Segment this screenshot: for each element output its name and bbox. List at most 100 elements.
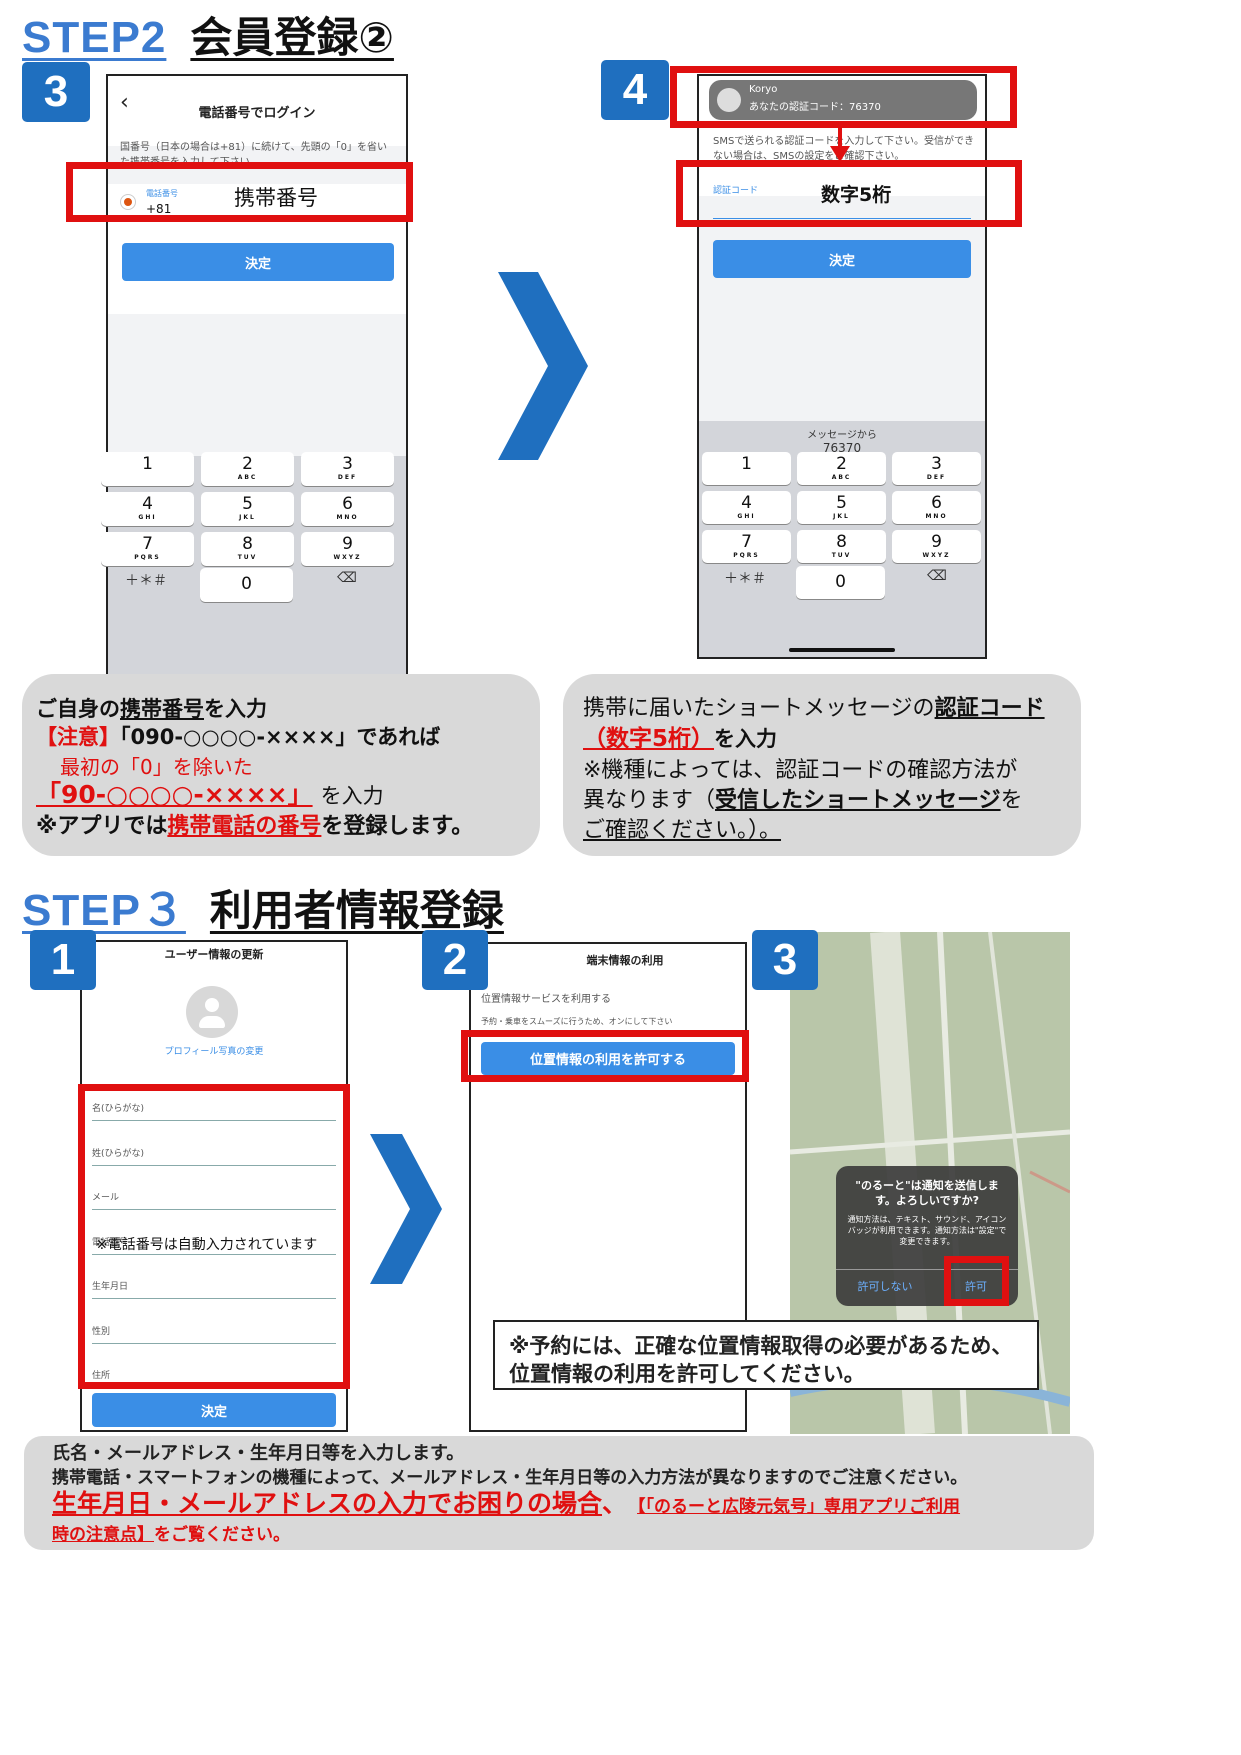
- contact-avatar-icon: [717, 88, 741, 112]
- form-field-input[interactable]: [92, 1298, 336, 1299]
- form-field-input[interactable]: [92, 1209, 336, 1210]
- allow-location-button[interactable]: 位置情報の利用を許可する: [481, 1042, 735, 1075]
- allow-button[interactable]: 許可: [965, 1280, 987, 1293]
- note-line-3: 最初の「0」を除いた: [60, 755, 253, 779]
- step-badge-2: 2: [422, 930, 488, 990]
- notification-message: あなたの認証コード：76370: [749, 102, 881, 113]
- form-field-label: 名(ひらがな): [92, 1104, 145, 1114]
- dialog-title: "のるーと"は通知を送信します。よろしいですか?: [855, 1179, 999, 1207]
- submit-button[interactable]: 決定: [92, 1393, 336, 1427]
- location-callout: ※予約には、正確な位置情報取得の必要があるため、 位置情報の利用を許可してくださ…: [493, 1320, 1039, 1390]
- bottom-note: 氏名・メールアドレス・生年月日等を入力します。 携帯電話・スマートフォンの機種に…: [24, 1436, 1094, 1550]
- note-line-4: 異なります（受信したショートメッセージを: [583, 788, 1023, 813]
- form-field-input[interactable]: [92, 1254, 336, 1255]
- note-phone-entry: ご自身の携帯番号を入力 【注意】「090-○○○○-××××」であれば 最初の「…: [22, 674, 540, 856]
- form-field-label: メール: [92, 1193, 120, 1203]
- highlight-location-button: [461, 1030, 749, 1082]
- autofill-suggestion[interactable]: メッセージから 76370: [699, 426, 985, 455]
- submit-button[interactable]: 決定: [122, 243, 394, 281]
- step-badge-3: 3: [22, 62, 90, 122]
- delete-key-icon[interactable]: ⌫: [927, 568, 947, 584]
- note-line-1: 携帯に届いたショートメッセージの認証コード: [583, 696, 1045, 721]
- dialog-divider: [836, 1269, 1018, 1270]
- screen-header: ‹ 電話番号でログイン: [108, 76, 406, 146]
- bottom-line-4: 時の注意点】をご覧ください。: [52, 1525, 290, 1545]
- step2-number: STEP2: [22, 13, 167, 62]
- note-line-1: ご自身の携帯番号を入力: [36, 697, 267, 721]
- form-field-label: 電話番号: [92, 1238, 129, 1248]
- note-code-entry: 携帯に届いたショートメッセージの認証コード （数字5桁）を入力 ※機種によっては…: [563, 674, 1081, 856]
- photo-change-link[interactable]: プロフィール写真の変更: [164, 1047, 264, 1057]
- back-chevron-icon[interactable]: ‹: [120, 90, 129, 115]
- step2-heading: STEP2 会員登録②: [22, 4, 394, 65]
- avatar-icon[interactable]: [186, 986, 238, 1038]
- code-overlay[interactable]: 数字5桁: [821, 184, 892, 206]
- note-line-5: ※アプリでは携帯電話の番号を登録します。: [36, 814, 474, 839]
- code-field-label: 認証コード: [713, 186, 759, 196]
- sms-notification[interactable]: Koryo あなたの認証コード：76370: [709, 80, 977, 120]
- step2-title: 会員登録②: [190, 13, 394, 62]
- phone-number-overlay[interactable]: 携帯番号: [234, 186, 318, 210]
- symbols-key[interactable]: ＋＊＃: [125, 573, 167, 589]
- bottom-line-1: 氏名・メールアドレス・生年月日等を入力します。: [52, 1443, 465, 1464]
- deny-button[interactable]: 許可しない: [857, 1280, 913, 1293]
- form-field-label: 姓(ひらがな): [92, 1149, 145, 1159]
- callout-line-2: 位置情報の利用を許可してください。: [509, 1362, 865, 1386]
- phone-field-label: 電話番号: [146, 189, 178, 198]
- note-line-5: ご確認ください。）。: [583, 818, 782, 843]
- highlight-allow-button: [944, 1256, 1009, 1306]
- key-1[interactable]: 1: [702, 452, 791, 485]
- step3-heading: STEP３ 利用者情報登録: [22, 874, 504, 938]
- highlight-form: [78, 1084, 350, 1389]
- notification-sender: Koryo: [749, 84, 778, 95]
- form-field-label: 住所: [92, 1371, 111, 1381]
- highlight-code-field: [676, 160, 1022, 227]
- note-line-2: 【注意】「090-○○○○-××××」であれば: [36, 725, 441, 749]
- step-badge-3b: 3: [752, 930, 818, 990]
- step3-title: 利用者情報登録: [209, 886, 504, 935]
- highlight-phone-field: [66, 162, 413, 222]
- instruction-text: SMSで送られる認証コードを入力して下さい。受信ができない場合は、SMSの設定を…: [713, 136, 975, 162]
- key-0[interactable]: 0: [796, 566, 885, 599]
- delete-key-icon[interactable]: ⌫: [337, 570, 357, 586]
- note-line-3: ※機種によっては、認証コードの確認方法が: [583, 758, 1018, 783]
- key-1[interactable]: 1: [101, 452, 194, 486]
- form-field-input[interactable]: [92, 1120, 336, 1121]
- submit-button[interactable]: 決定: [713, 240, 971, 278]
- form-field-input[interactable]: [92, 1165, 336, 1166]
- japan-flag-icon: [121, 195, 135, 209]
- key-0[interactable]: 0: [200, 568, 293, 602]
- form-field-input[interactable]: [92, 1343, 336, 1344]
- header-title: 電話番号でログイン: [198, 105, 316, 121]
- header-title: 端末情報の利用: [586, 954, 664, 967]
- country-code[interactable]: +81: [146, 202, 172, 216]
- next-arrow-icon: [370, 1134, 442, 1284]
- step-badge-4: 4: [601, 60, 669, 120]
- symbols-key[interactable]: ＋＊＃: [724, 571, 766, 587]
- bottom-line-2: 携帯電話・スマートフォンの機種によって、メールアドレス・生年月日等の入力方法が異…: [52, 1468, 968, 1488]
- form-field-label: 性別: [92, 1327, 111, 1337]
- step3-number: STEP３: [22, 886, 186, 935]
- bottom-line-3: 生年月日・メールアドレスの入力でお困りの場合、【「のるーと広陵元気号」専用アプリ…: [52, 1489, 961, 1518]
- callout-line-1: ※予約には、正確な位置情報取得の必要があるため、: [509, 1334, 1013, 1358]
- location-service-label: 位置情報サービスを利用する: [481, 994, 611, 1005]
- dialog-body: 通知方法は、テキスト、サウンド、アイコンバッジが利用できます。通知方法は"設定"…: [847, 1215, 1007, 1246]
- code-input-underline: [713, 218, 971, 219]
- notification-permission-dialog: "のるーと"は通知を送信します。よろしいですか? 通知方法は、テキスト、サウンド…: [836, 1166, 1018, 1306]
